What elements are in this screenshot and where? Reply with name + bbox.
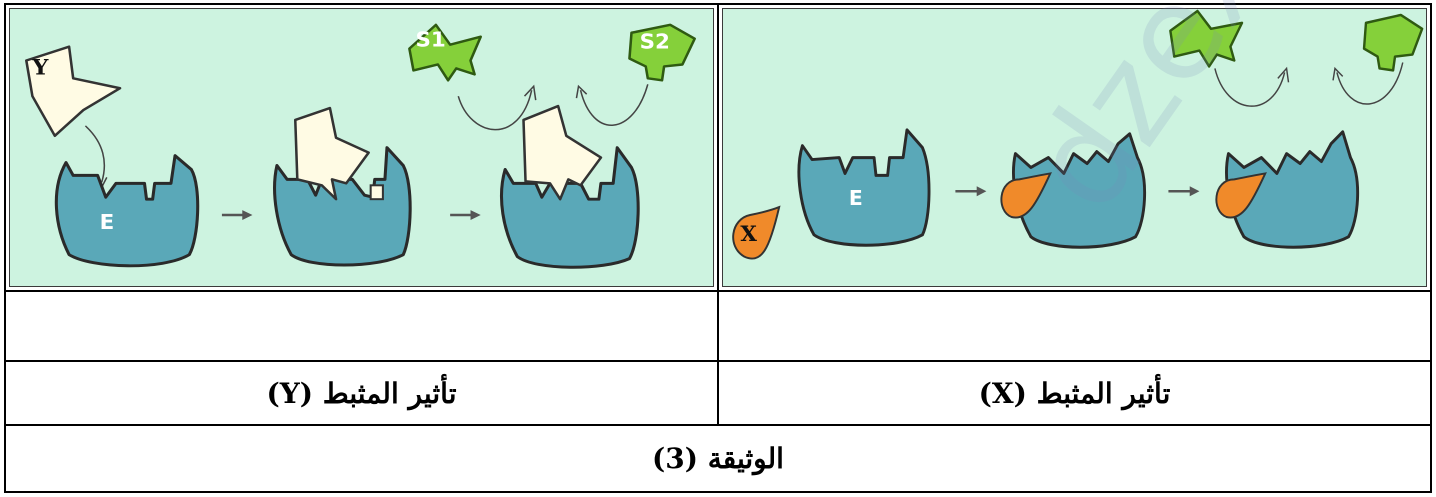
document-title-cell: الوثيقة (3) — [4, 424, 1432, 493]
product1-arrow — [457, 90, 533, 131]
no-product-arrow-2 — [1336, 62, 1404, 105]
enzyme-substrate-complex-enzyme — [273, 146, 412, 267]
inhibitor-x-figure: X E — [722, 8, 1427, 288]
substrate-label: Y — [31, 55, 48, 81]
inhibitor-y-figure: Y E — [9, 8, 714, 288]
product2-arrow — [579, 84, 649, 126]
product2-shape — [628, 23, 696, 82]
bound-substrate-shape — [294, 106, 370, 201]
enzyme-shape — [54, 154, 200, 268]
split-substrate-shape — [522, 104, 603, 201]
inhibitor-x-diagram: X E — [732, 9, 1424, 260]
product1-shape — [1169, 9, 1244, 68]
enzyme-product-complex-enzyme — [499, 146, 640, 269]
inhibitor-y-diagram: Y E — [25, 23, 696, 269]
caption-inhibitor-x-text: تأثير المثبط (X) — [978, 376, 1171, 410]
empty-cell-left — [4, 290, 719, 362]
empty-cell-right — [717, 290, 1432, 362]
inhibitor-y-figure-cell: Y E — [4, 2, 719, 293]
enzyme-shape — [797, 128, 931, 247]
enzyme-label: E — [849, 186, 863, 210]
caption-inhibitor-y: تأثير المثبط (Y) — [4, 359, 719, 427]
binding-arrow — [84, 125, 106, 183]
enzyme-label: E — [100, 209, 115, 234]
caption-inhibitor-x: تأثير المثبط (X) — [717, 359, 1432, 427]
product1-shape — [408, 23, 482, 82]
product1-label: S1 — [415, 27, 445, 52]
inhibitor-x-figure-cell: X E — [717, 2, 1432, 293]
product2-shape — [1362, 13, 1424, 72]
inhibitor-shape — [732, 205, 781, 260]
bound-inhibitor-shape — [1000, 172, 1052, 219]
bound-inhibitor-shape-2 — [1215, 172, 1267, 219]
document-table: Y E — [4, 2, 1432, 493]
product2-label: S2 — [640, 29, 670, 54]
caption-inhibitor-y-text: تأثير المثبط (Y) — [266, 376, 457, 410]
inhibitor-label: X — [740, 222, 757, 247]
document-title: الوثيقة (3) — [652, 442, 784, 476]
substrate-shape — [25, 45, 122, 138]
no-product-arrow-1 — [1214, 68, 1286, 107]
